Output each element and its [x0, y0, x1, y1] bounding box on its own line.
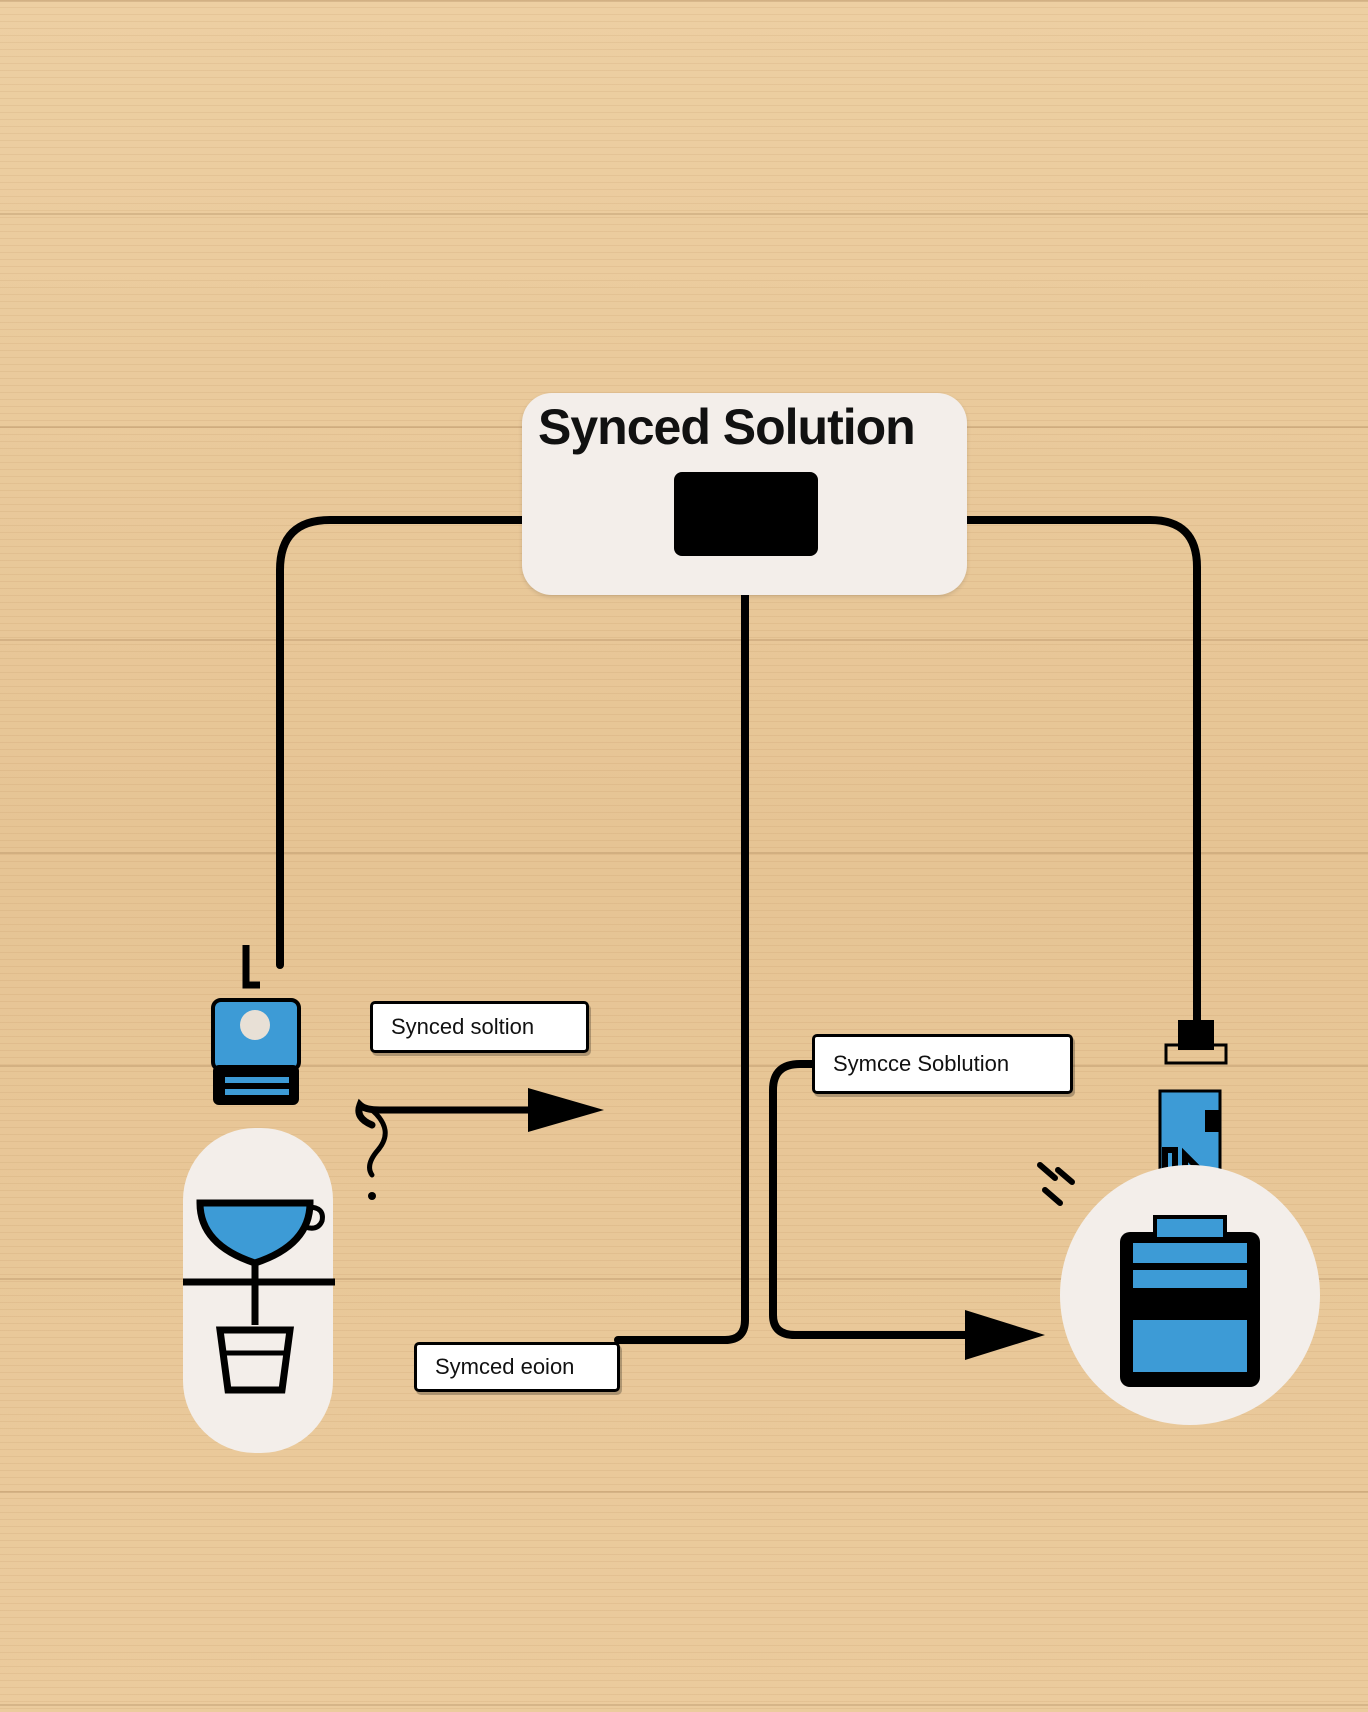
connector-arrow-left — [355, 1098, 544, 1129]
squiggle-dot — [368, 1192, 376, 1200]
connector-center — [614, 551, 749, 1344]
squiggle-mark — [367, 1107, 388, 1178]
arrowhead-left — [528, 1088, 604, 1132]
connector-arrow-right — [769, 1060, 979, 1339]
label-bottom-left: Symced eoion — [414, 1342, 620, 1392]
label-top-right: Symcce Soblution — [812, 1034, 1073, 1094]
label-top-left: Synced soltion — [370, 1001, 589, 1053]
arrowhead-right — [965, 1310, 1045, 1360]
storage-device-icon — [1055, 1015, 1325, 1430]
connector-left — [276, 516, 684, 969]
diagram-title: Synced Solution — [538, 399, 916, 455]
connector-right — [811, 516, 1201, 1029]
cup-device-icon — [180, 945, 340, 1455]
spark-mark — [1037, 1162, 1075, 1206]
hub-block-icon — [674, 472, 818, 556]
plug-right-clip — [1164, 1043, 1228, 1065]
